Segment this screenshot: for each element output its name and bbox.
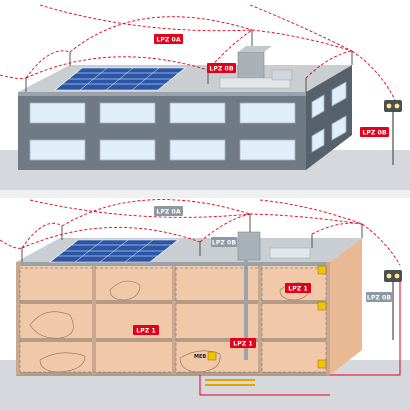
bottom-surge-protective-devices (207, 265, 327, 369)
window (169, 139, 226, 161)
bottom-roof-slab (16, 262, 330, 266)
window (29, 139, 86, 161)
top-side-windows (311, 81, 347, 153)
bottom-label-lpz1-mid: LPZ 1 (230, 338, 256, 348)
bottom-label-lpz0a: LPZ 0A (154, 206, 183, 216)
svg-text:LPZ 0A: LPZ 0A (156, 37, 180, 44)
window (99, 102, 156, 124)
spd-device (317, 265, 327, 275)
rebar-cage (179, 350, 221, 373)
top-scene: LPZ 0A LPZ 0B LPZ 0B (0, 0, 410, 198)
bottom-riser-shaft (244, 260, 248, 360)
floodlight-head (384, 100, 402, 112)
svg-text:LPZ 1: LPZ 1 (288, 286, 307, 293)
bottom-incoming-cables (205, 379, 255, 386)
top-solar-grid (62, 67, 179, 91)
svg-text:LPZ 1: LPZ 1 (233, 341, 252, 348)
spd-device (317, 301, 327, 311)
bottom-label-lpz1-left: LPZ 1 (133, 325, 159, 335)
bottom-hvac-duct (269, 247, 311, 259)
wall (16, 262, 20, 375)
top-label-lpz0b-roof: LPZ 0B (207, 63, 236, 73)
spd-device (207, 351, 217, 361)
svg-text:LPZ 0B: LPZ 0B (209, 66, 233, 73)
svg-text:LPZ 0A: LPZ 0A (156, 209, 180, 216)
window (311, 128, 325, 153)
top-floodlight-pole (384, 100, 402, 165)
window (331, 115, 347, 141)
svg-text:LPZ 0B: LPZ 0B (367, 295, 391, 302)
top-roof-edge (18, 92, 306, 96)
wall (92, 266, 96, 374)
top-windows-row-1 (29, 102, 296, 124)
bottom-building-side (330, 238, 362, 375)
top-windows-row-2 (29, 139, 296, 161)
rebar-cage (109, 280, 141, 301)
window (239, 139, 296, 161)
lamp-icon (394, 103, 400, 109)
rebar-cage (29, 311, 74, 339)
top-divider (0, 190, 410, 198)
top-air-terminals (25, 30, 353, 92)
wall (172, 266, 176, 374)
bottom-lpz1-boundary (19, 267, 327, 373)
wall (326, 262, 330, 375)
top-hvac-box (271, 69, 293, 81)
svg-text:LPZ 0B: LPZ 0B (212, 240, 236, 247)
svg-text:LPZ 1: LPZ 1 (136, 328, 155, 335)
bottom-scene: LPZ 0A LPZ 0B LPZ 0B LPZ 1 LPZ 1 LPZ 1 M… (0, 198, 410, 410)
bottom-label-lpz1-right: LPZ 1 (285, 283, 311, 293)
floodlight-head (384, 270, 402, 282)
bottom-earthing-conductor (199, 280, 401, 396)
window (331, 81, 347, 107)
window (99, 139, 156, 161)
spd-device (317, 359, 327, 369)
lamp-icon (386, 273, 392, 279)
bottom-label-meb: MEB (194, 354, 206, 360)
lamp-icon (386, 103, 392, 109)
window (169, 102, 226, 124)
top-rooftop-unit (237, 51, 265, 81)
top-label-lpz0b-side: LPZ 0B (360, 127, 389, 137)
wall (258, 266, 262, 374)
rebar-cage (39, 352, 86, 373)
bottom-interior-walls (16, 262, 330, 375)
top-rooftop-unit-top (238, 46, 272, 52)
top-label-lpz0a: LPZ 0A (154, 34, 183, 44)
bottom-air-terminals (21, 214, 363, 262)
svg-text:LPZ 0B: LPZ 0B (362, 130, 386, 137)
window (239, 102, 296, 124)
bottom-solar-grid (57, 239, 171, 263)
bottom-lightning-sphere-lines (0, 199, 401, 266)
window (29, 102, 86, 124)
bottom-rooftop-unit (237, 231, 261, 261)
svg-text:MEB: MEB (194, 354, 206, 360)
top-hvac-duct (219, 77, 291, 89)
bottom-label-lpz0b-roof: LPZ 0B (211, 237, 237, 247)
bottom-floodlight-pole (384, 270, 402, 340)
lamp-icon (394, 273, 400, 279)
window (311, 94, 325, 119)
bottom-label-lpz0b-side: LPZ 0B (366, 292, 392, 302)
